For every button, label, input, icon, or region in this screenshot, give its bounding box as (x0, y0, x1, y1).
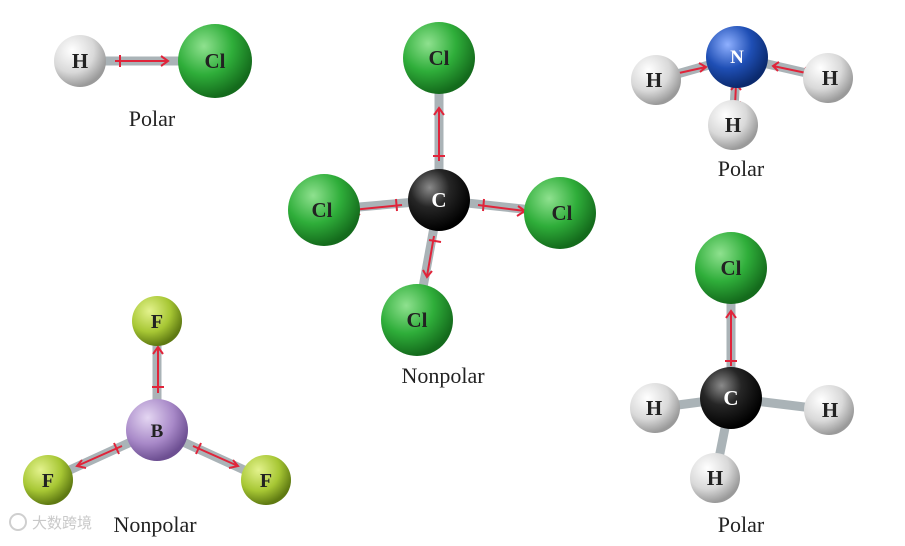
hydrogen-atom (803, 53, 853, 103)
chlorine-atom (381, 284, 453, 356)
dipole-arrow (422, 235, 442, 279)
bf3-molecule: F F F B Nonpolar (23, 296, 291, 537)
atom-label-b: B (151, 421, 164, 442)
fluorine-atom (241, 455, 291, 505)
chlorine-atom (288, 174, 360, 246)
atom-label-cl: Cl (312, 198, 333, 222)
atom-label-h: H (725, 113, 741, 137)
hydrogen-atom (631, 55, 681, 105)
chlorine-atom (524, 177, 596, 249)
carbon-atom (700, 367, 762, 429)
atom-label-h: H (646, 396, 662, 420)
atom-label-c: C (431, 188, 446, 212)
ccl4-molecule: Cl Cl Cl Cl C Nonpolar (288, 22, 596, 388)
atom-label-h: H (822, 66, 838, 90)
watermark: 大数跨境 (9, 513, 92, 532)
dipole-arrow (152, 345, 164, 393)
nh3-molecule: H H H N Polar (631, 26, 853, 181)
atom-label-f: F (260, 470, 272, 492)
nitrogen-atom (706, 26, 768, 88)
atom-label-cl: Cl (429, 46, 450, 70)
atom-label-f: F (151, 311, 163, 333)
atom-label-cl: Cl (552, 201, 573, 225)
caption-ch3cl: Polar (718, 512, 765, 537)
watermark-logo-icon (9, 513, 27, 531)
atom-label-c: C (723, 386, 738, 410)
chlorine-atom (178, 24, 252, 98)
fluorine-atom (132, 296, 182, 346)
caption-ccl4: Nonpolar (401, 363, 485, 388)
dipole-arrow (192, 442, 240, 469)
hydrogen-atom (630, 383, 680, 433)
dipole-arrow (433, 106, 445, 161)
atom-label-n: N (730, 47, 744, 68)
hydrogen-atom (708, 100, 758, 150)
dipole-arrow (75, 442, 123, 469)
atom-label-h: H (72, 49, 88, 73)
hydrogen-atom (690, 453, 740, 503)
atom-label-h: H (822, 398, 838, 422)
watermark-text: 大数跨境 (32, 514, 92, 532)
dipole-arrow (725, 309, 737, 366)
boron-atom (126, 399, 188, 461)
hcl-molecule: H Cl Polar (54, 24, 252, 131)
caption-nh3: Polar (718, 156, 765, 181)
caption-bf3: Nonpolar (113, 512, 197, 537)
dipole-arrow (115, 55, 170, 67)
carbon-atom (408, 169, 470, 231)
chlorine-atom (695, 232, 767, 304)
atom-label-cl: Cl (205, 49, 226, 73)
atom-label-h: H (646, 68, 662, 92)
atom-label-f: F (42, 470, 54, 492)
hydrogen-atom (54, 35, 106, 87)
caption-hcl: Polar (129, 106, 176, 131)
fluorine-atom (23, 455, 73, 505)
atom-label-cl: Cl (721, 256, 742, 280)
atom-label-cl: Cl (407, 308, 428, 332)
atom-label-h: H (707, 466, 723, 490)
ch3cl-molecule: Cl H H H C Polar (630, 232, 854, 537)
hydrogen-atom (804, 385, 854, 435)
chlorine-atom (403, 22, 475, 94)
